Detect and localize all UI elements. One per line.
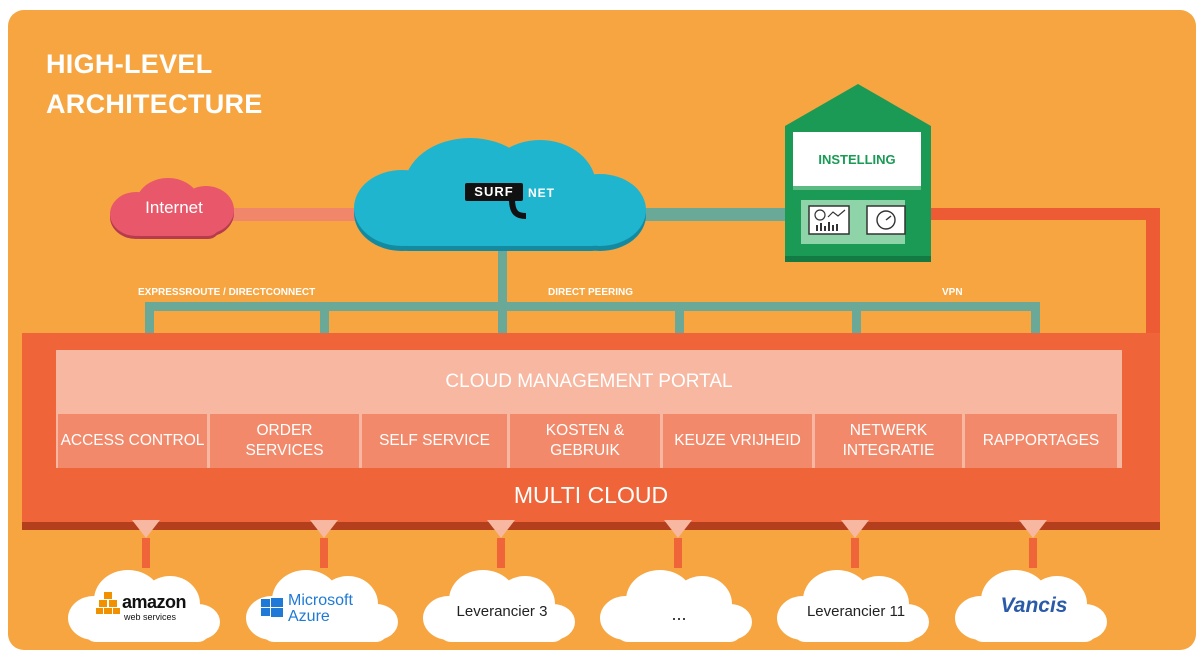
amazon-sub-text: web services bbox=[124, 612, 177, 622]
title-line-1: HIGH-LEVEL bbox=[46, 49, 213, 79]
background-panel bbox=[8, 10, 1196, 650]
service-netwerk-integratie: NETWERK INTEGRATIE bbox=[815, 414, 962, 468]
internet-cloud-icon bbox=[110, 178, 234, 239]
service-rapportages: RAPPORTAGES bbox=[965, 414, 1117, 468]
expressroute-label: EXPRESSROUTE / DIRECTCONNECT bbox=[138, 287, 316, 298]
drop-line-2 bbox=[320, 302, 329, 334]
drop-line-5 bbox=[852, 302, 861, 334]
service-access-control: ACCESS CONTROL bbox=[58, 414, 207, 468]
direct-peering-label: DIRECT PEERING bbox=[548, 287, 634, 298]
vendor-arrow-5 bbox=[841, 520, 869, 538]
service-line1: NETWERK bbox=[849, 422, 928, 439]
service-kosten-gebruik: KOSTEN & GEBRUIK bbox=[510, 414, 660, 468]
service-line2: INTEGRATIE bbox=[842, 442, 935, 459]
vendor-line-2 bbox=[320, 538, 328, 568]
surfnet-down-link bbox=[498, 240, 507, 307]
azure-text: Azure bbox=[288, 608, 330, 625]
dashboard-chart-icon bbox=[808, 205, 850, 235]
vendor-line-6 bbox=[1029, 538, 1037, 568]
multi-cloud-label: MULTI CLOUD bbox=[513, 482, 669, 508]
leverancier3-label: Leverancier 3 bbox=[456, 603, 548, 620]
surfnet-instelling-link bbox=[640, 208, 800, 221]
microsoft-azure-logo: Microsoft Azure bbox=[288, 593, 353, 625]
surfnet-label-left: SURF bbox=[474, 184, 514, 199]
vendor-line-4 bbox=[674, 538, 682, 568]
instelling-multicloud-link-h bbox=[920, 208, 1160, 220]
surfnet-cloud-icon bbox=[354, 138, 646, 251]
windows-logo-icon bbox=[261, 598, 283, 617]
internet-surfnet-link bbox=[228, 208, 368, 221]
surfnet-label-right: NET bbox=[528, 186, 555, 200]
service-line1: RAPPORTAGES bbox=[982, 432, 1100, 449]
vpn-label: VPN bbox=[942, 287, 963, 298]
service-line1: KEUZE VRIJHEID bbox=[674, 432, 801, 449]
aws-cubes-icon bbox=[96, 592, 120, 614]
drop-line-4 bbox=[675, 302, 684, 334]
vendor-arrow-3 bbox=[487, 520, 515, 538]
service-line1: ORDER bbox=[256, 422, 313, 439]
instelling-house-icon bbox=[785, 84, 931, 262]
vendor-arrow-1 bbox=[132, 520, 160, 538]
microsoft-text: Microsoft bbox=[288, 592, 353, 609]
vendor-arrow-4 bbox=[664, 520, 692, 538]
leverancier11-label: Leverancier 11 bbox=[806, 603, 906, 620]
service-self-service: SELF SERVICE bbox=[362, 414, 507, 468]
vendor-connectors bbox=[132, 520, 1047, 568]
amazon-logo-text: amazon bbox=[122, 592, 187, 612]
diagram-title: HIGH-LEVEL ARCHITECTURE bbox=[46, 44, 263, 124]
service-keuze-vrijheid: KEUZE VRIJHEID bbox=[663, 414, 812, 468]
instelling-label: INSTELLING bbox=[818, 152, 896, 167]
drop-line-1 bbox=[145, 302, 154, 334]
service-line1: SELF SERVICE bbox=[379, 432, 490, 449]
service-line1: ACCESS CONTROL bbox=[60, 432, 205, 449]
peering-bus bbox=[145, 302, 1040, 311]
vendor-arrow-2 bbox=[310, 520, 338, 538]
vancis-logo-text: Vancis bbox=[1000, 594, 1068, 617]
service-line1: KOSTEN & bbox=[545, 422, 625, 439]
vendor-arrow-6 bbox=[1019, 520, 1047, 538]
service-line2: SERVICES bbox=[245, 442, 324, 459]
multi-cloud-shadow bbox=[22, 522, 1160, 530]
title-line-2: ARCHITECTURE bbox=[46, 89, 263, 119]
vendor-line-1 bbox=[142, 538, 150, 568]
drop-line-6 bbox=[1031, 302, 1040, 334]
ellipsis-label: ... bbox=[671, 604, 687, 624]
vendor-line-3 bbox=[497, 538, 505, 568]
instelling-multicloud-link-v bbox=[1146, 208, 1160, 336]
service-line2: GEBRUIK bbox=[550, 442, 620, 459]
drop-line-3 bbox=[498, 302, 507, 334]
portal-title: CLOUD MANAGEMENT PORTAL bbox=[445, 371, 733, 392]
service-order-services: ORDER SERVICES bbox=[210, 414, 359, 468]
gauge-icon bbox=[866, 205, 906, 235]
vendor-line-5 bbox=[851, 538, 859, 568]
internet-label: Internet bbox=[145, 198, 203, 217]
